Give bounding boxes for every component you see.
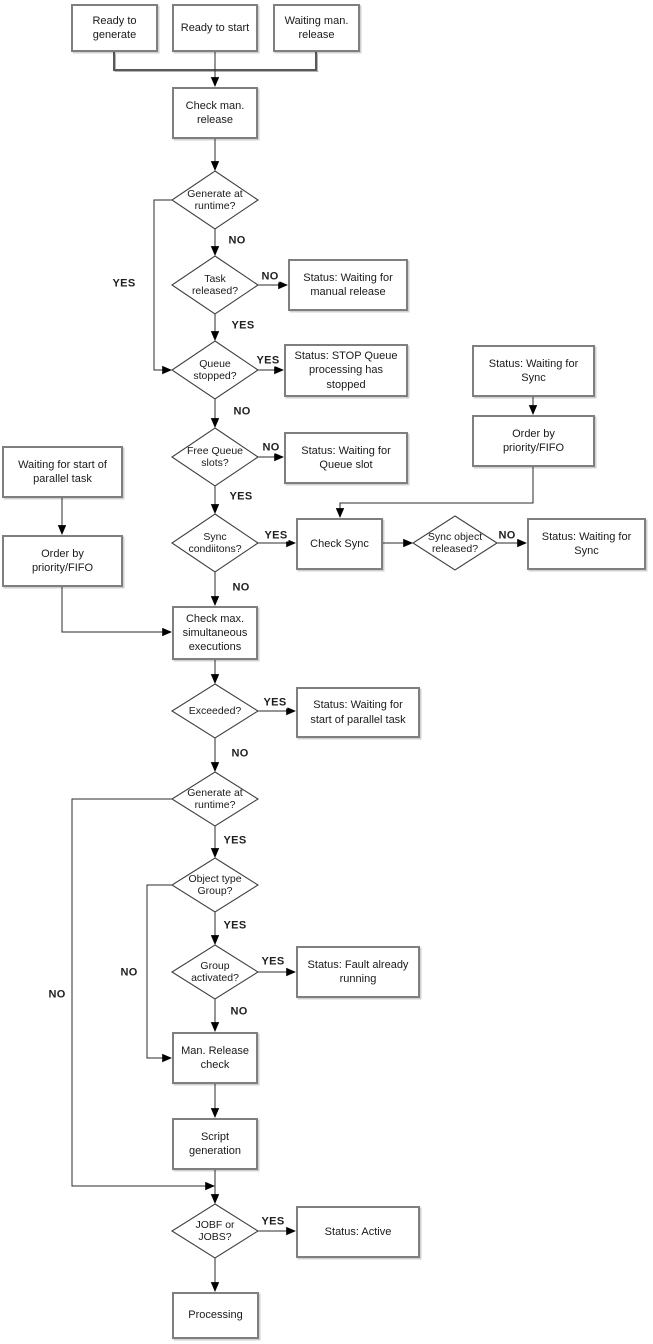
node-shape-task-released [171,255,259,315]
node-shape-jobf-or-jobs [170,1203,260,1259]
edge-gen-runtime-1-yes-loop [153,199,172,375]
node-shape-sync-conditions [171,513,259,573]
edge-order-fifo-right-to-checksync [335,467,534,518]
node-shape-generate-at-runtime-1 [171,170,259,230]
node-shape-queue-stopped [171,340,259,400]
node-shape-object-type-group [170,857,260,913]
edge-object-group-no-bypass [146,884,172,1063]
node-shape-exceeded [170,683,260,739]
edge-order-left-to-check-max [61,587,172,637]
node-shape-sync-object-released [411,515,499,571]
node-shape-generate-at-runtime-2 [170,771,260,827]
edge-gen-runtime-2-no-bypass [71,798,215,1191]
node-shape-free-queue-slots [171,427,259,487]
node-shape-group-activated [170,944,260,1000]
